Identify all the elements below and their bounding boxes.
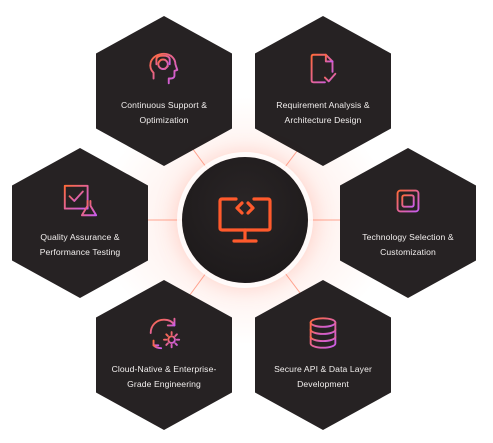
node-label-requirements: Requirement Analysis & Architecture Desi…: [276, 100, 370, 125]
node-label-support: Continuous Support & Optimization: [120, 100, 208, 125]
database-icon: [309, 317, 337, 349]
cpu-chip-icon: [391, 184, 425, 218]
refresh-gear-icon: [149, 317, 181, 350]
monitor-code-icon: [218, 197, 272, 243]
node-label-technology: Technology Selection & Customization: [362, 232, 454, 257]
node-label-qa: Quality Assurance & Performance Testing: [39, 232, 121, 257]
headset-person-icon: [149, 52, 179, 85]
document-check-icon: [310, 53, 337, 84]
checkbox-flask-icon: [63, 184, 98, 217]
center-hub: [182, 157, 308, 283]
node-label-cloud: Cloud-Native & Enterprise-Grade Engineer…: [111, 364, 217, 389]
node-label-api: Secure API & Data Layer Development: [274, 364, 372, 389]
